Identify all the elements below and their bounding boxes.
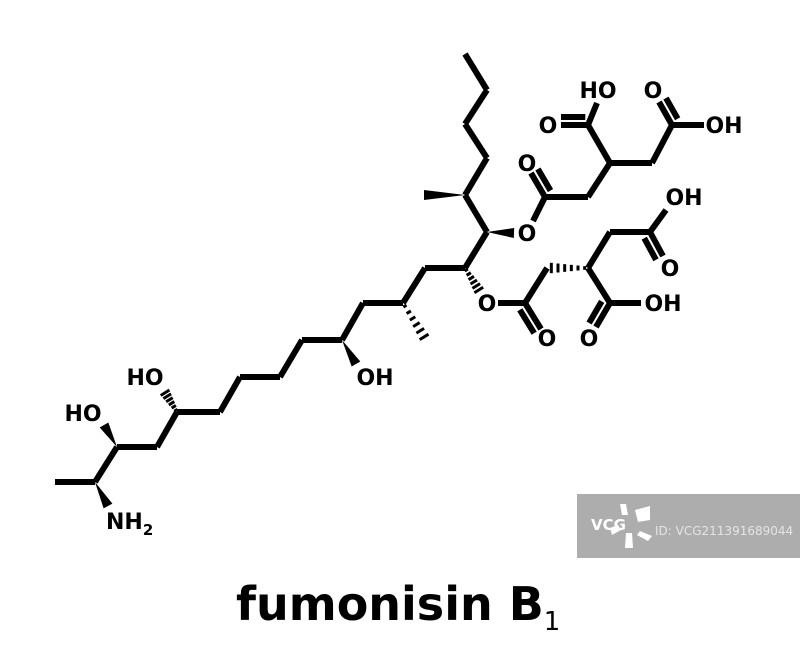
- chain-bond: [649, 123, 675, 165]
- double-bond-line: [522, 301, 544, 331]
- chain-bond: [585, 123, 613, 165]
- chain-bond: [154, 410, 180, 449]
- chain-bond: [462, 52, 490, 92]
- compound-name-title: fumonisin B1: [236, 577, 560, 637]
- hashed-bond-stroke: [467, 275, 475, 281]
- chain-bond: [400, 266, 428, 305]
- atom-label-o-acid3: O: [661, 257, 680, 282]
- hashed-bond-stroke: [409, 315, 417, 322]
- chain-bond: [217, 375, 243, 414]
- chain-bond: [92, 445, 120, 484]
- atom-label-oh-acid3: OH: [665, 186, 702, 211]
- atom-label-oh-acid4: OH: [644, 292, 681, 317]
- chain-bond: [339, 301, 366, 342]
- double-bond-line: [663, 96, 681, 121]
- atom-label-ho-c5: HO: [126, 366, 163, 391]
- hashed-bond-stroke: [162, 392, 172, 400]
- hashed-bond-stroke: [463, 267, 469, 273]
- hashed-bond-stroke: [168, 400, 176, 407]
- atom-label-o-acid1: O: [539, 114, 558, 139]
- hashed-bond-stroke: [170, 404, 177, 410]
- atom-label-ho-c3: HO: [64, 402, 101, 427]
- atom-label-o-ester-lower: O: [478, 292, 497, 317]
- wedge-bond: [342, 340, 361, 367]
- atom-label-oh-c10: OH: [356, 366, 393, 391]
- chain-bond: [522, 266, 550, 305]
- double-bond-line: [656, 100, 675, 127]
- hashed-bond-stroke: [173, 408, 179, 413]
- chain-bond: [462, 122, 490, 160]
- atom-label-o-carbonyl-upper: O: [518, 152, 537, 177]
- hashed-bond-stroke: [405, 309, 412, 315]
- watermark-background: [577, 494, 800, 558]
- hashed-bond-stroke: [418, 332, 430, 341]
- wedge-bond: [424, 190, 465, 200]
- vcg-logo-icon: [610, 504, 652, 548]
- hashed-bond-stroke: [165, 396, 174, 404]
- atom-label-o-acid4: O: [580, 327, 599, 352]
- atom-label-oh-acid2: OH: [705, 114, 742, 139]
- watermark-logo-text: VCG: [591, 516, 626, 534]
- double-bond-line: [641, 236, 659, 262]
- double-bond-line: [593, 301, 613, 329]
- chain-bond: [462, 156, 490, 197]
- bonds: [55, 52, 704, 509]
- chain-bond: [462, 88, 490, 126]
- chain-bond: [585, 230, 613, 270]
- chain-bond: [277, 338, 305, 379]
- atom-label-o-acid2: O: [644, 79, 663, 104]
- hashed-bond-stroke: [415, 327, 425, 335]
- watermark: VCG ID: VCG211391689044: [577, 494, 800, 558]
- chain-bond: [585, 266, 613, 305]
- chain-bond: [585, 101, 600, 127]
- atom-label-o-ester-upper: O: [518, 222, 537, 247]
- double-bond-line: [586, 299, 605, 325]
- chain-bond: [647, 208, 669, 234]
- hashed-bond-stroke: [402, 303, 408, 309]
- wedge-bond: [487, 228, 515, 238]
- atom-label-nh2: NH2: [106, 510, 153, 539]
- double-bond-line: [535, 167, 554, 193]
- hashed-bond-stroke: [465, 271, 472, 277]
- wedge-bond: [99, 422, 117, 447]
- double-bond-line: [517, 308, 537, 335]
- hashed-bond-stroke: [471, 282, 481, 290]
- watermark-id-text: ID: VCG211391689044: [655, 524, 793, 538]
- hashed-bond-stroke: [412, 321, 421, 328]
- hashed-bond-stroke: [159, 388, 171, 397]
- wedge-bond: [95, 482, 113, 509]
- chain-bond: [585, 161, 613, 199]
- atom-label-o-carbonyl-lower: O: [538, 327, 557, 352]
- chain-bond: [462, 193, 490, 234]
- double-bond-line: [528, 171, 548, 199]
- hashed-bond-stroke: [473, 285, 484, 295]
- chain-bond: [462, 230, 490, 270]
- hashed-bond-stroke: [469, 278, 478, 286]
- double-bond-line: [647, 230, 666, 258]
- atom-label-ho-acid1: HO: [579, 79, 616, 104]
- chain-bond: [530, 195, 548, 223]
